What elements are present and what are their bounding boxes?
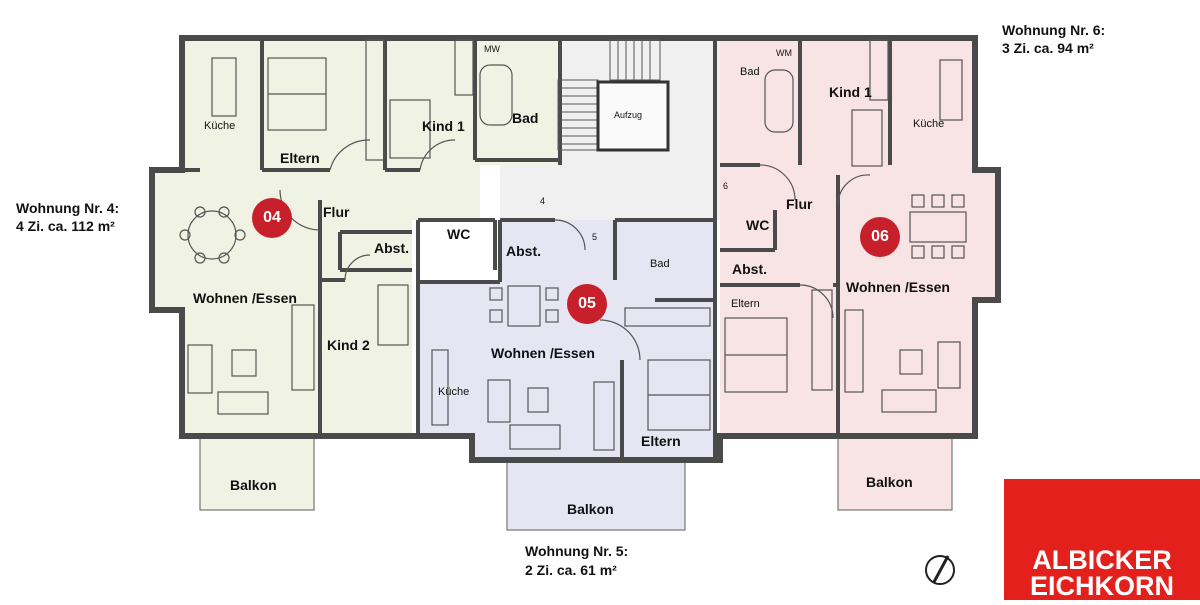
room-label-balkon: Balkon <box>230 477 277 493</box>
unit-5-area <box>418 220 715 460</box>
balkon-area <box>199 437 315 511</box>
room-label-kind-1: Kind 1 <box>422 118 465 134</box>
room-label-kueche: Küche <box>204 120 236 132</box>
room-label-eltern: Eltern <box>641 433 681 449</box>
interior-walls <box>182 38 892 460</box>
room-label-kind-2: Kind 2 <box>327 337 370 353</box>
logo-text-line-1: ALBICKER <box>1032 545 1172 575</box>
room-label-abst: Abst. <box>732 261 767 277</box>
room-label-bad: Bad <box>650 258 670 270</box>
company-logo: ALBICKER EICHKORN <box>1004 479 1200 601</box>
room-label-kueche: Küche <box>913 118 945 130</box>
unit-5-title: Wohnung Nr. 5: <box>525 543 629 559</box>
room-label-aufzug: Aufzug <box>614 110 643 120</box>
staircase <box>557 39 670 152</box>
room-label-eltern: Eltern <box>731 298 760 310</box>
unit-4-detail: 4 Zi. ca. 112 m² <box>16 218 115 234</box>
stair-number-4: 4 <box>540 196 546 206</box>
appliance-label-mw: MW <box>484 44 500 54</box>
unit-5-badge: 05 <box>567 284 607 324</box>
unit-6-area <box>720 38 998 436</box>
room-label-wohnen-essen: Wohnen /Essen <box>491 345 595 361</box>
room-label-wohnen-essen: Wohnen /Essen <box>846 279 950 295</box>
unit-5-detail: 2 Zi. ca. 61 m² <box>525 562 617 578</box>
room-label-abst: Abst. <box>374 240 409 256</box>
logo-text-line-2: EICHKORN <box>1029 571 1174 601</box>
room-label-wc: WC <box>746 217 770 233</box>
room-label-eltern: Eltern <box>280 150 320 166</box>
room-label-bad: Bad <box>740 66 760 78</box>
room-label-balkon: Balkon <box>866 474 913 490</box>
stair-number-6: 6 <box>723 181 729 191</box>
unit-4-badge: 04 <box>252 198 292 238</box>
room-label-wohnen-essen: Wohnen /Essen <box>193 290 297 306</box>
room-label-wc: WC <box>447 226 471 242</box>
room-label-abst: Abst. <box>506 243 541 259</box>
furniture <box>179 39 967 451</box>
compass-icon <box>925 555 955 585</box>
unit-6-detail: 3 Zi. ca. 94 m² <box>1002 40 1094 56</box>
exterior-walls <box>149 35 1001 463</box>
room-label-kueche: Küche <box>438 386 470 398</box>
unit-6-badge: 06 <box>860 217 900 257</box>
room-label-bad: Bad <box>512 110 539 126</box>
room-label-flur: Flur <box>786 196 813 212</box>
room-label-kind-1: Kind 1 <box>829 84 872 100</box>
room-label-balkon: Balkon <box>567 501 614 517</box>
stair-number-5: 5 <box>592 232 598 242</box>
unit-4-area <box>152 38 560 436</box>
balkon-area <box>506 461 686 531</box>
room-label-flur: Flur <box>323 204 350 220</box>
unit-4-title: Wohnung Nr. 4: <box>16 200 120 216</box>
appliance-label-wm: WM <box>776 48 792 58</box>
unit-6-title: Wohnung Nr. 6: <box>1002 22 1106 38</box>
